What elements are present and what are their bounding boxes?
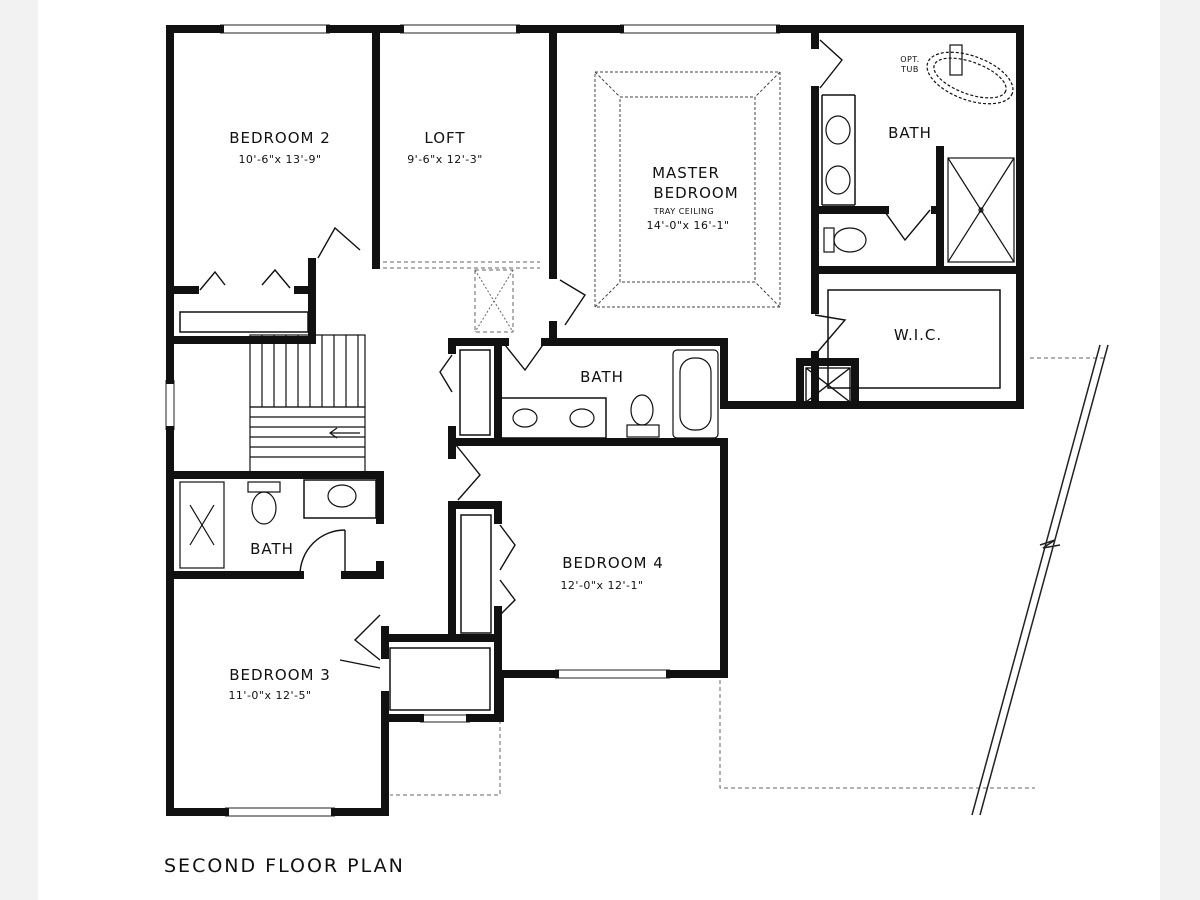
master-bath-label: BATH	[888, 124, 932, 142]
opt-tub-note-line2: TUB	[900, 65, 919, 74]
hall-bath-label: BATH	[580, 368, 624, 386]
loft-label: LOFT	[424, 129, 465, 147]
left-bath-label: BATH	[250, 540, 294, 558]
opt-tub-note-line1: OPT.	[900, 55, 920, 64]
walls	[166, 25, 1024, 816]
left-bath-fixtures	[179, 481, 357, 569]
wic-label: W.I.C.	[894, 326, 942, 344]
floor-plan-drawing: BEDROOM 2 10'-6"x 13'-9" LOFT 9'-6"x 12'…	[164, 24, 1109, 877]
plan-title: SECOND FLOOR PLAN	[164, 855, 405, 877]
dashed-outlines	[383, 261, 1105, 796]
bedroom3-dims: 11'-0"x 12'-5"	[228, 689, 311, 702]
chase-box	[805, 367, 851, 403]
bedroom2-label: BEDROOM 2	[229, 129, 331, 147]
staircase	[249, 334, 366, 473]
tray-ceiling	[594, 71, 781, 308]
bedroom2-dims: 10'-6"x 13'-9"	[238, 153, 321, 166]
master-dims: 14'-0"x 16'-1"	[646, 219, 729, 232]
master-bath-fixtures	[823, 44, 1015, 263]
windows	[165, 24, 780, 817]
bedroom3-label: BEDROOM 3	[229, 666, 331, 684]
bedroom4-dims: 12'-0"x 12'-1"	[560, 579, 643, 592]
master-label-line2: BEDROOM	[653, 184, 738, 202]
bedroom4-label: BEDROOM 4	[562, 554, 664, 572]
master-ceiling-note: TRAY CEILING	[653, 207, 714, 216]
door-swings	[199, 39, 931, 669]
hall-bath-fixtures	[512, 349, 719, 439]
roof-slope-line	[971, 344, 1109, 816]
floor-plan-sheet: BEDROOM 2 10'-6"x 13'-9" LOFT 9'-6"x 12'…	[38, 0, 1160, 900]
loft-dims: 9'-6"x 12'-3"	[407, 153, 483, 166]
master-label-line1: MASTER	[652, 164, 720, 182]
